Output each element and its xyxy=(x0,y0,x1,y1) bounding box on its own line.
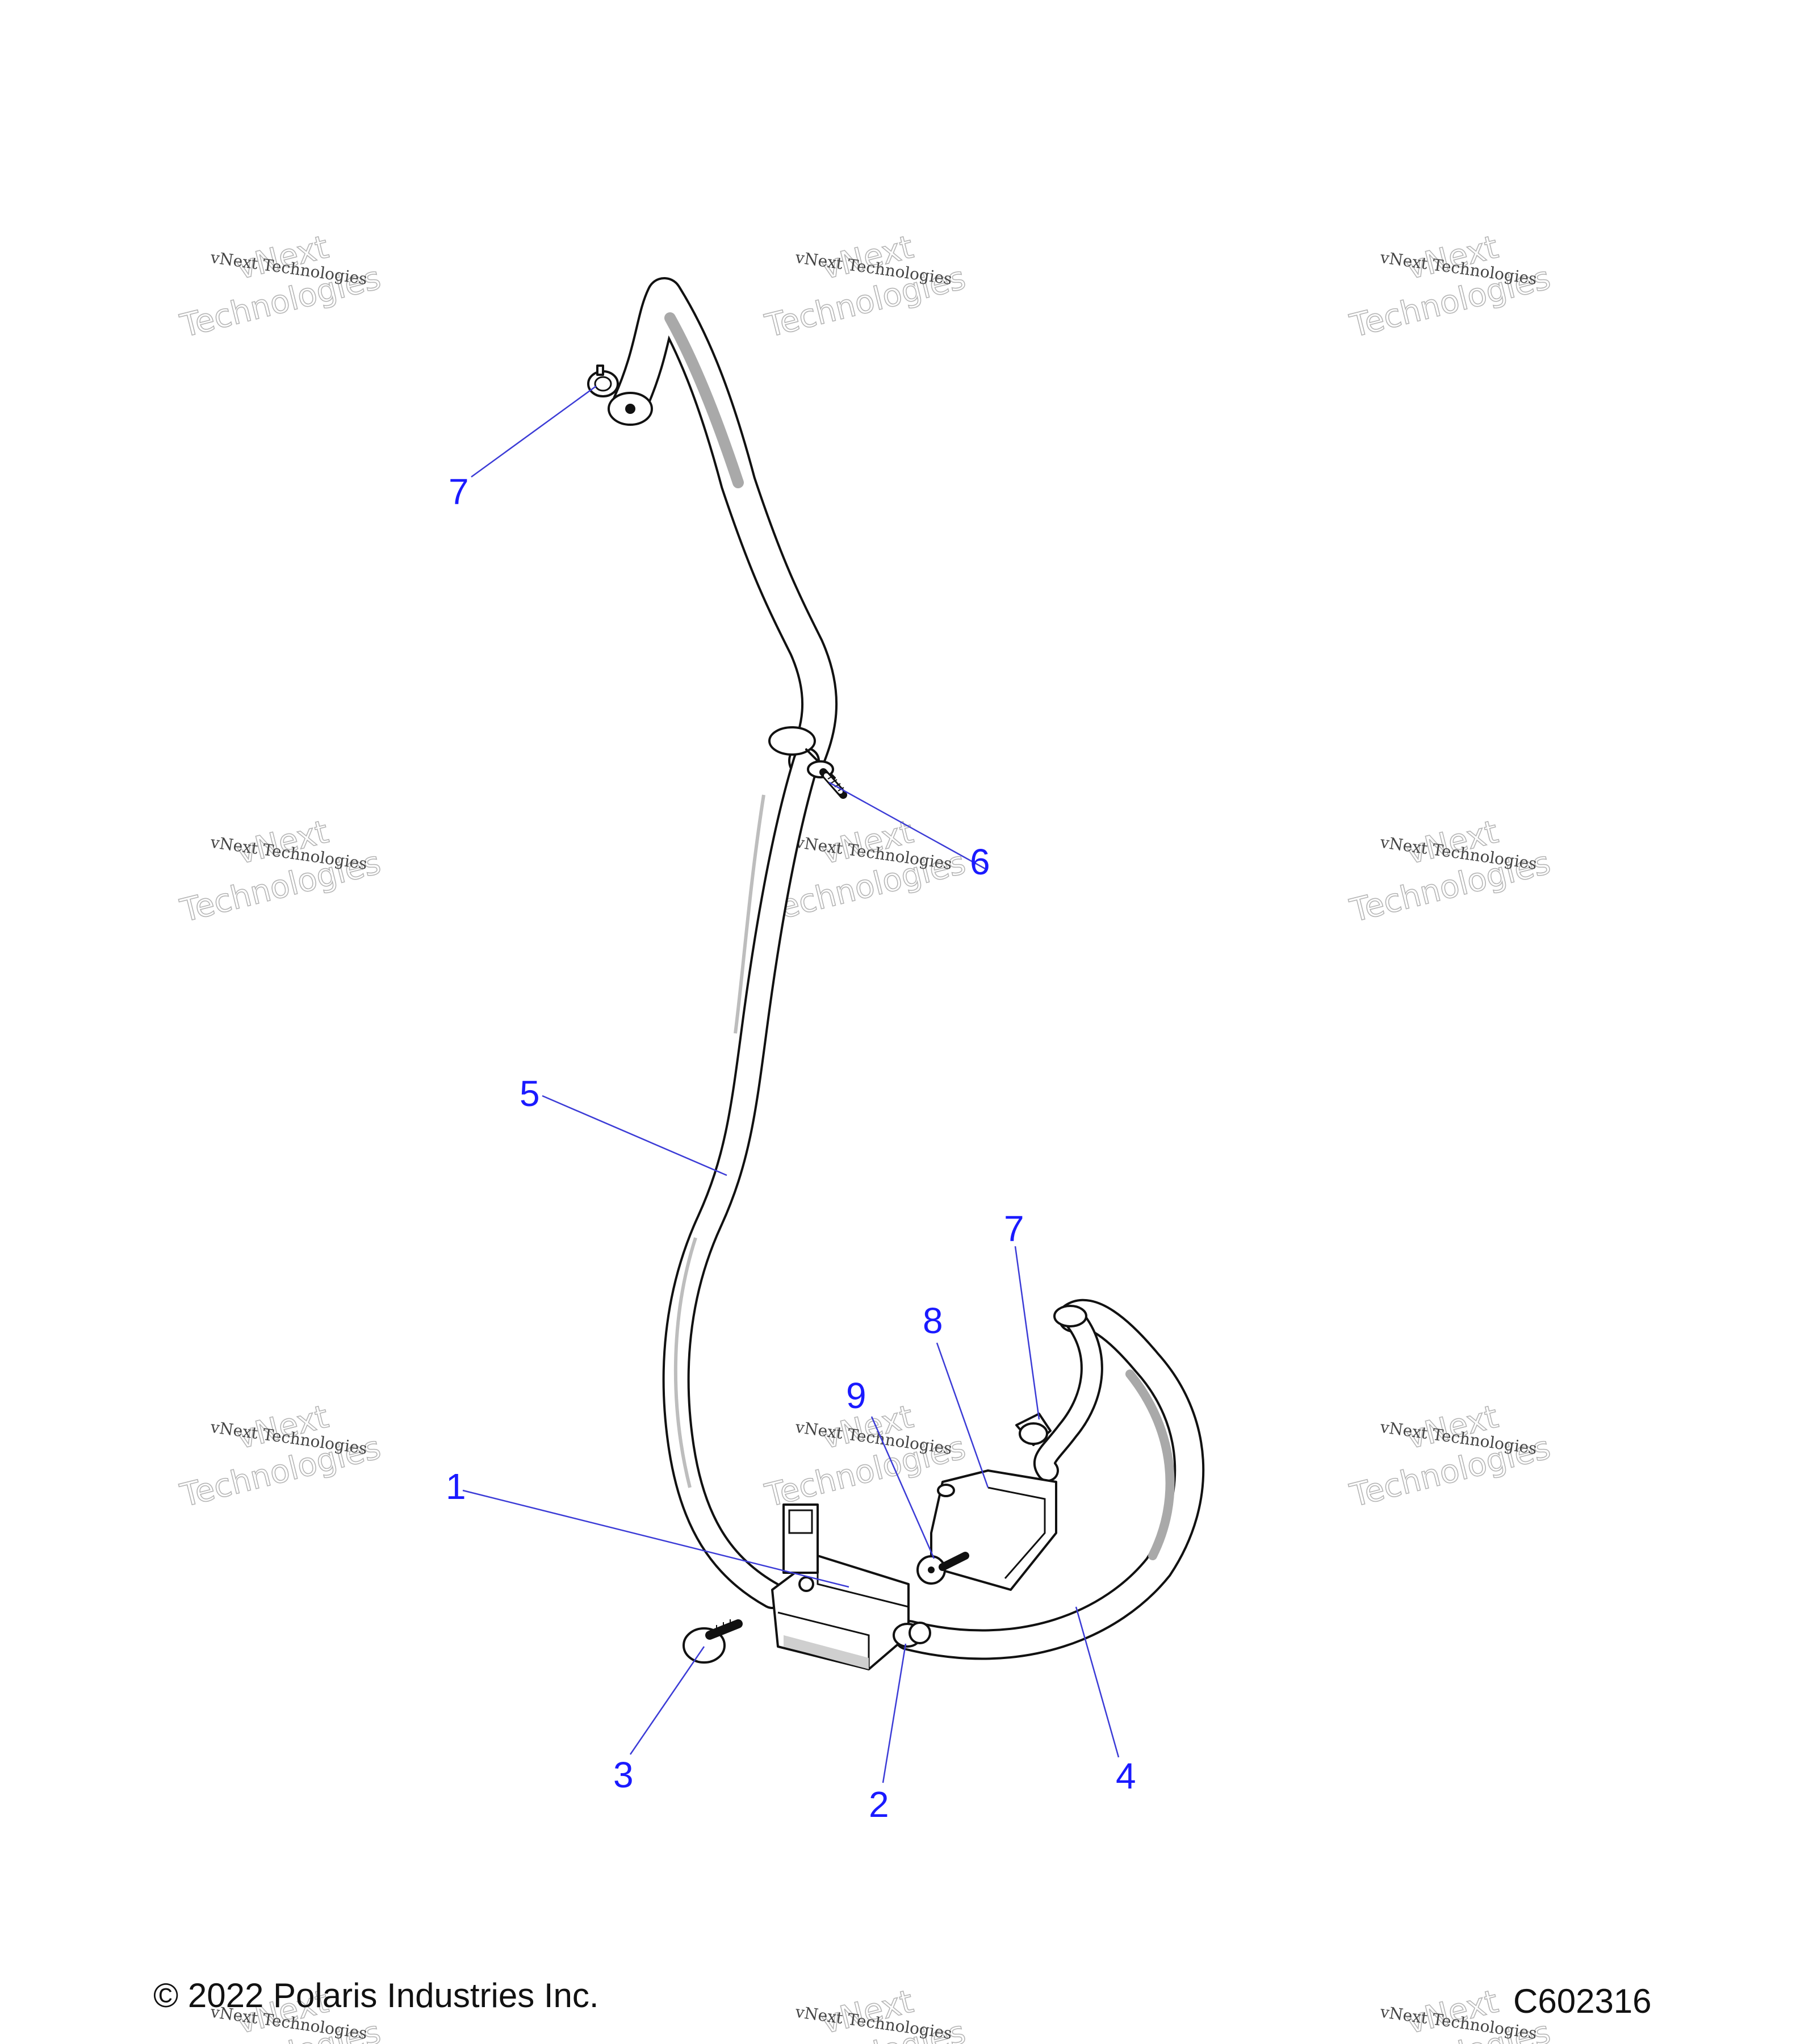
hose-part-4 xyxy=(893,1299,1205,1660)
callout-6: 6 xyxy=(970,841,990,882)
watermark: vNext Technologies xyxy=(176,1397,385,1515)
leader-line xyxy=(882,1643,907,1783)
hose-clamp-top xyxy=(587,365,619,397)
callout-1: 1 xyxy=(446,1466,466,1507)
leader-line xyxy=(629,1646,705,1755)
watermark: vNext Technologies xyxy=(176,228,385,346)
leader-line xyxy=(828,781,986,870)
sensor-part-1 xyxy=(771,1503,910,1670)
watermark: vNext Technologies xyxy=(761,1982,970,2044)
bolt-part-9 xyxy=(916,1552,969,1585)
callout-2: 2 xyxy=(869,1784,889,1825)
copyright-text: © 2022 Polaris Industries Inc. xyxy=(153,1976,599,2014)
callouts: 7 6 5 7 8 9 1 3 2 4 xyxy=(446,471,1136,1825)
watermark: vNext Technologies xyxy=(1346,1397,1555,1515)
leader-lines xyxy=(462,385,1120,1783)
callout-7-lower: 7 xyxy=(1004,1208,1024,1249)
callout-4: 4 xyxy=(1116,1756,1136,1796)
screw-icon xyxy=(819,768,847,799)
callout-9: 9 xyxy=(846,1375,866,1416)
watermark: vNext Technologies xyxy=(1346,812,1555,931)
callout-3: 3 xyxy=(613,1754,634,1795)
callout-5: 5 xyxy=(520,1073,540,1114)
bracket-part-8 xyxy=(930,1469,1057,1591)
leader-line xyxy=(1014,1246,1040,1420)
hose-part-5 xyxy=(608,277,838,1609)
callout-8: 8 xyxy=(923,1300,943,1341)
leader-line xyxy=(870,1416,935,1559)
watermark: vNext Technologies xyxy=(1346,228,1555,346)
push-rivet-part-3 xyxy=(683,1619,743,1664)
hose-clamp-lower xyxy=(1015,1413,1052,1446)
leader-line xyxy=(542,1095,727,1176)
leader-line xyxy=(471,385,597,478)
leader-line xyxy=(462,1489,849,1588)
callout-7-top: 7 xyxy=(449,471,469,512)
figure-id: C602316 xyxy=(1513,1982,1652,2020)
watermark-group: vNext Technologies vNext Technologies vN… xyxy=(176,228,1555,2044)
leader-line xyxy=(1075,1606,1120,1758)
leader-line xyxy=(936,1342,989,1488)
fitting-part-2 xyxy=(893,1622,931,1648)
watermark: vNext Technologies xyxy=(176,812,385,931)
hose-clip-part-6 xyxy=(768,726,847,799)
watermark: vNext Technologies xyxy=(761,228,970,346)
